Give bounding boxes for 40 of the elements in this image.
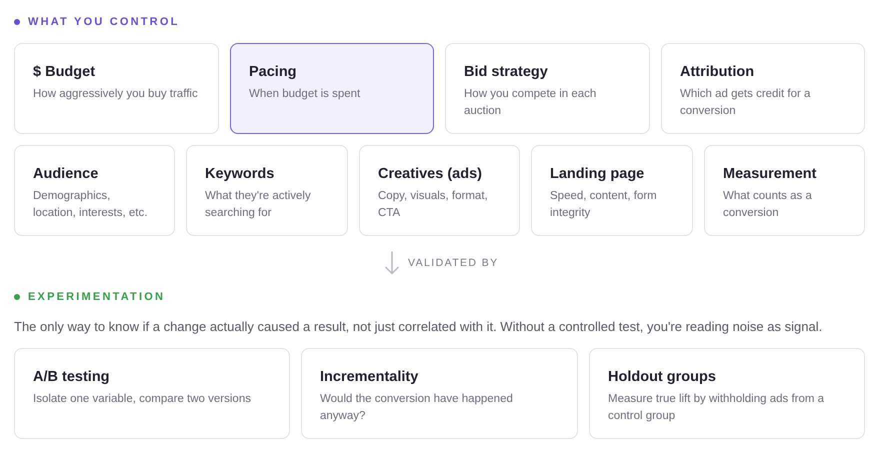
card-title: Landing page [550,165,644,183]
flow-caption: VALIDATED BY [408,256,499,270]
card-title: $ Budget [33,63,96,81]
card [301,348,578,439]
card-description: Demographics, location, interests, etc. [33,189,148,220]
card [589,348,865,439]
description-text: The only way to know if a change actually caused a result, not just correlated with it. Without a controlled test, you're reading noise as signal. [14,319,822,335]
card-description: What counts as a conversion [723,189,813,220]
card-description: Isolate one variable, compare two versions [33,392,251,407]
card-title: Holdout groups [608,368,716,386]
card-title: Audience [33,165,98,183]
section-heading: WHAT YOU CONTROL [28,15,180,29]
card [14,145,175,236]
section-heading: EXPERIMENTATION [28,290,166,304]
card [445,43,650,134]
card [14,43,219,134]
card-description: Measure true lift by withholding ads from a control group [608,392,826,424]
card-title: Incrementality [320,368,418,386]
card-description: When budget is spent [249,87,360,102]
card [230,43,434,134]
card [359,145,520,236]
card-title: Creatives (ads) [378,165,482,183]
card-description: Speed, content, form integrity [550,189,658,220]
card-title: Measurement [723,165,816,183]
card-title: Pacing [249,63,297,81]
card-description: Which ad gets credit for a conversion [680,87,812,118]
card-description: Would the conversion have happened anyway? [320,392,514,424]
card-description: How aggressively you buy traffic [33,87,198,102]
card [531,145,693,236]
card-description: How you compete in each auction [464,87,598,118]
card [704,145,865,236]
card-title: Attribution [680,63,754,81]
card [186,145,348,236]
card [661,43,865,134]
card-title: Keywords [205,165,274,183]
card-description: Copy, visuals, format, CTA [378,189,489,220]
card-title: Bid strategy [464,63,548,81]
card [14,348,290,439]
card-title: A/B testing [33,368,110,386]
card-description: What they're actively searching for [205,189,312,220]
